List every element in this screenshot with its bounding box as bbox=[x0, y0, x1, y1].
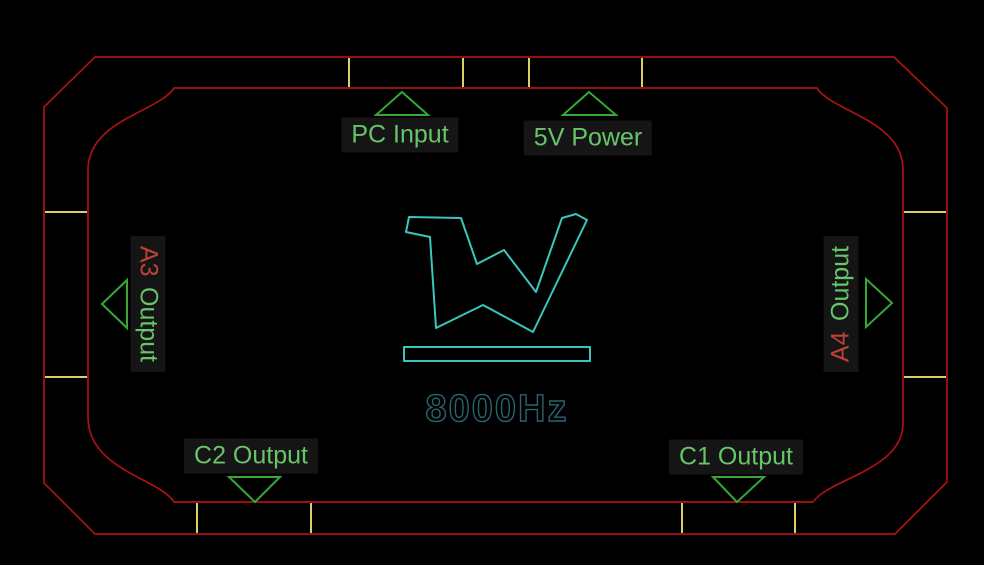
c2-output-arrow-icon bbox=[226, 476, 283, 504]
label-5v-power: 5V Power bbox=[523, 120, 653, 156]
a3-type-text: Output bbox=[134, 287, 163, 363]
label-c2-output: C2 Output bbox=[184, 438, 318, 474]
wooting-w-logo-icon bbox=[405, 213, 588, 333]
a4-channel-text: A4 bbox=[826, 331, 855, 363]
outer-case-outline bbox=[43, 56, 948, 535]
a3-channel-text: A3 bbox=[134, 245, 163, 277]
c1-output-arrow-icon bbox=[710, 476, 767, 504]
label-c1-output: C1 Output bbox=[669, 439, 803, 475]
power-arrow-icon bbox=[560, 90, 619, 116]
a4-type-text: Output bbox=[826, 245, 855, 321]
frequency-label: 8000Hz bbox=[426, 388, 569, 430]
label-a4-output: A4 Output bbox=[823, 235, 859, 373]
a3-output-arrow-icon bbox=[100, 277, 128, 331]
inner-case-outline bbox=[87, 87, 904, 503]
logo-underline-bar bbox=[403, 346, 591, 362]
pc-input-arrow-icon bbox=[373, 90, 431, 116]
label-a3-output: A3 Output bbox=[130, 235, 166, 373]
a4-output-arrow-icon bbox=[865, 276, 894, 330]
tick-marks bbox=[45, 58, 946, 533]
label-pc-input: PC Input bbox=[341, 117, 459, 153]
